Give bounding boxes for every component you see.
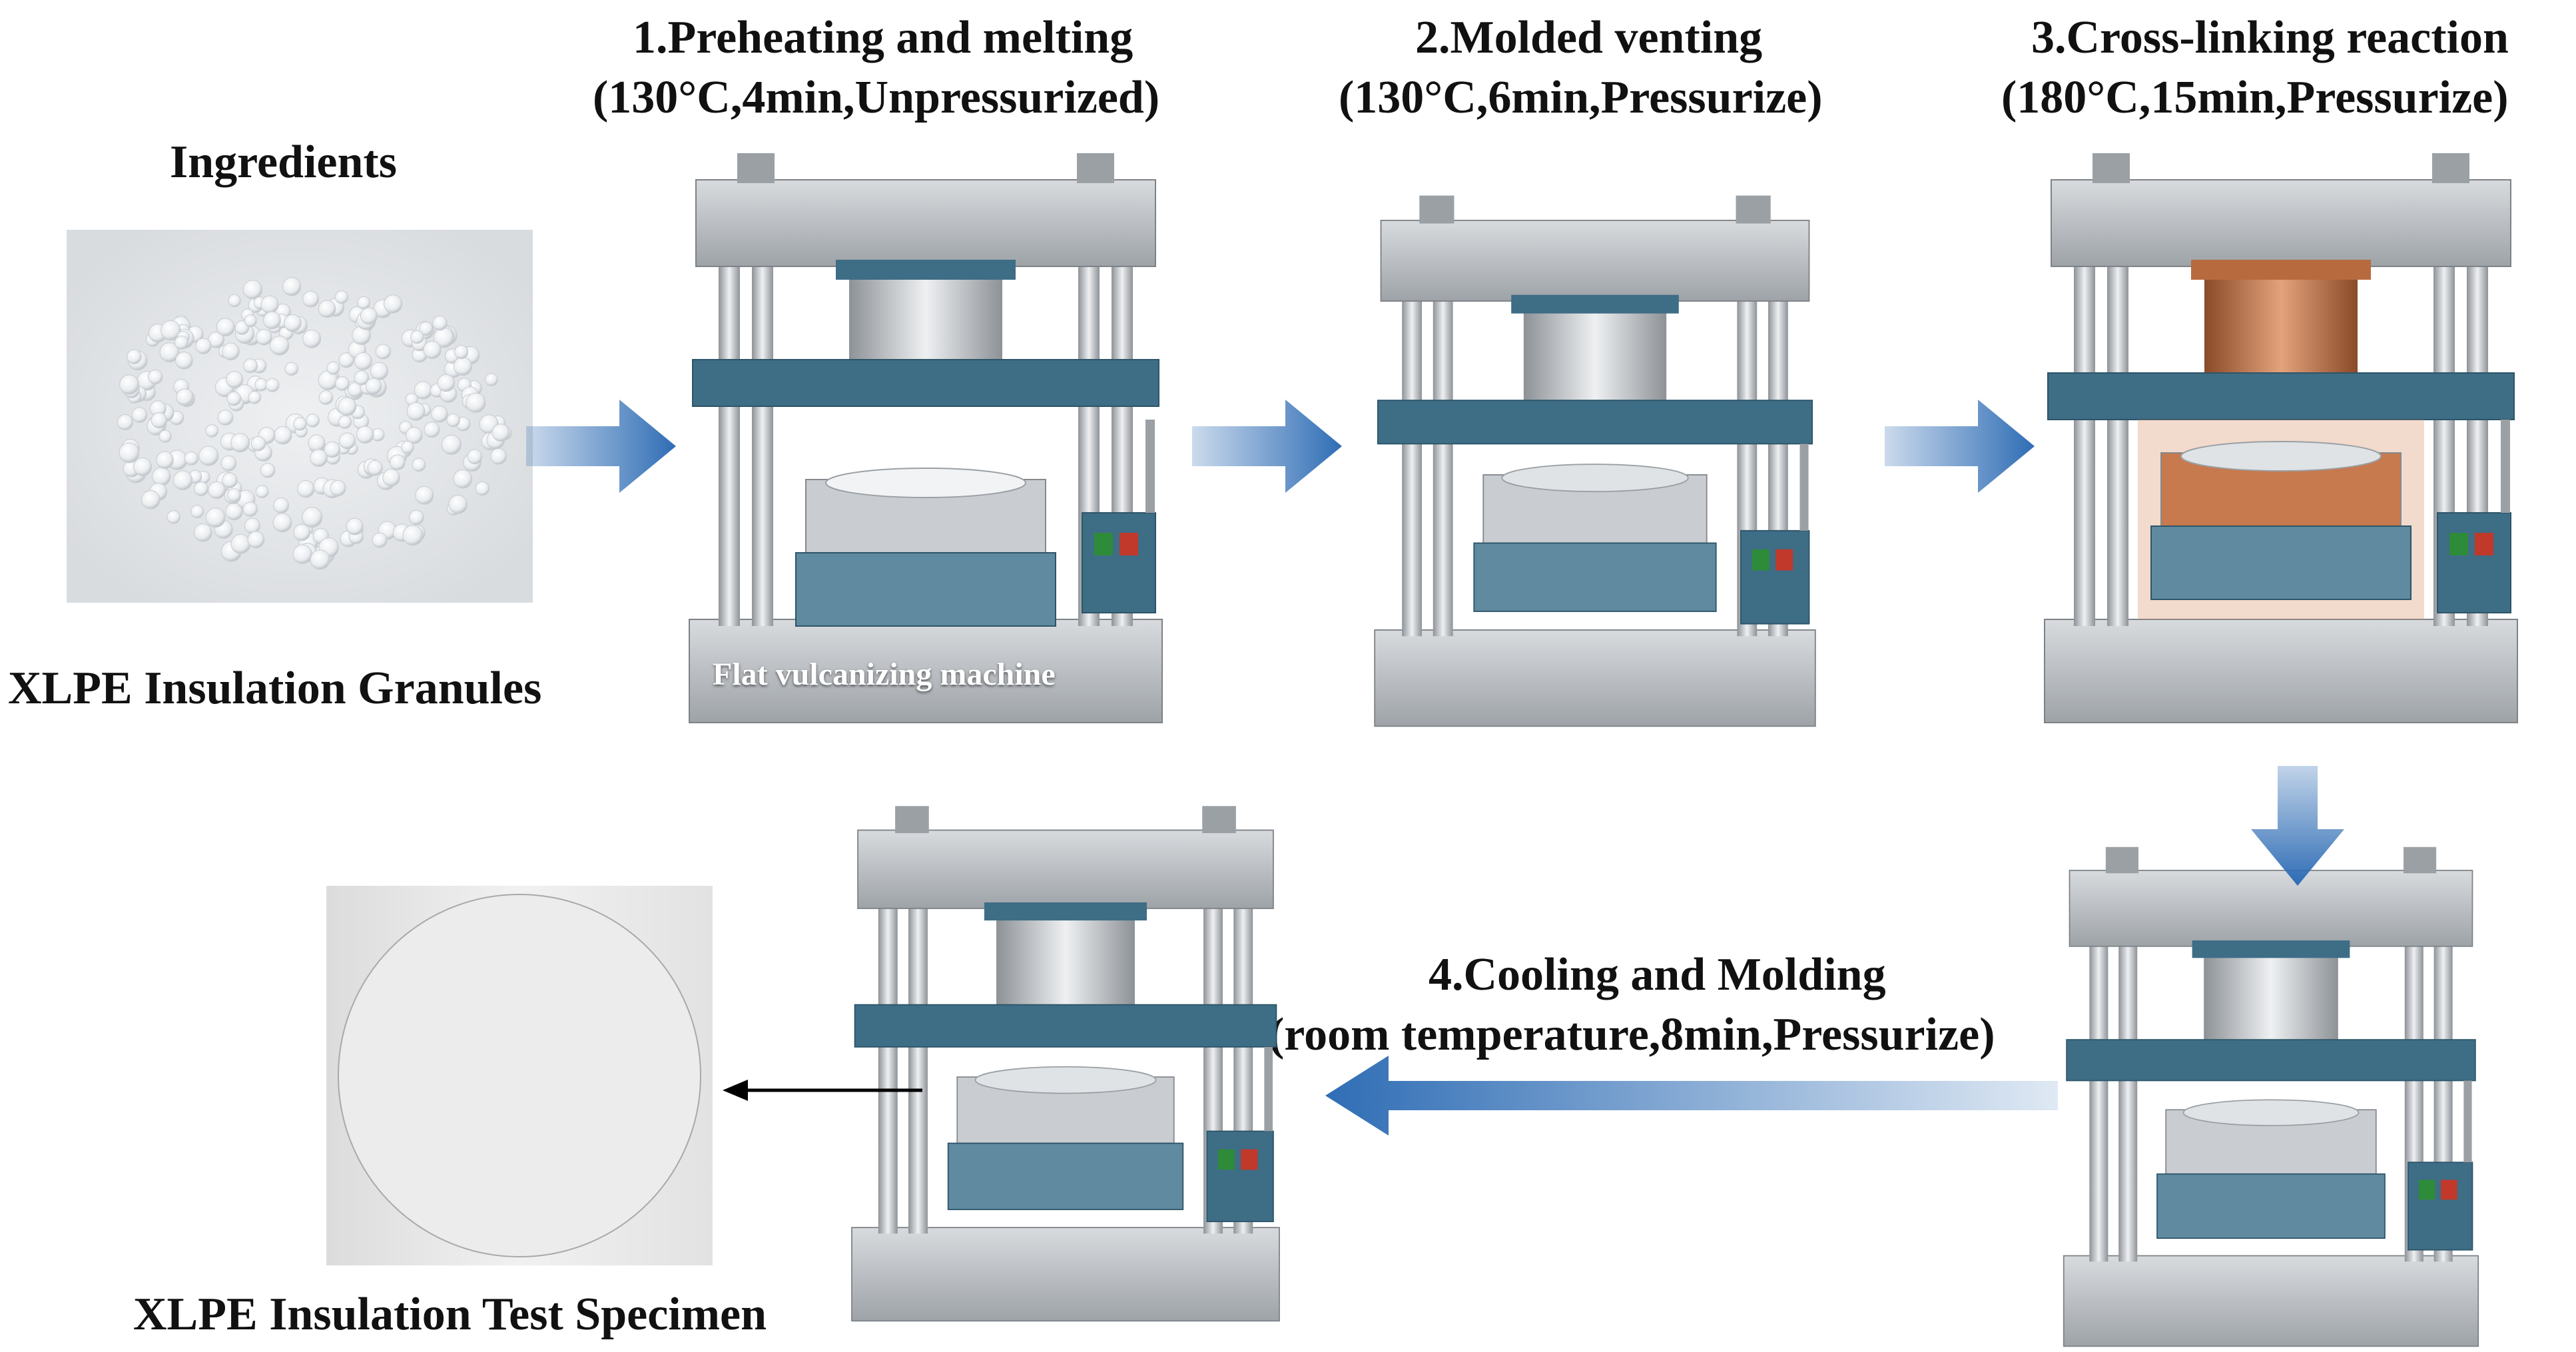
step-1-conditions: (130°C,4min,Unpressurized) xyxy=(593,72,1160,123)
press-machine-4 xyxy=(851,806,1280,1322)
arrow-to-specimen xyxy=(723,1080,922,1101)
arrow-step1-to-step2 xyxy=(1192,400,1342,493)
step-4-conditions: (room temperature,8min,Pressurize) xyxy=(1269,1009,1995,1060)
specimen-disc xyxy=(338,894,701,1257)
step-3-title: 3.Cross-linking reaction xyxy=(2031,12,2509,63)
arrow-step3-down xyxy=(2251,766,2344,886)
press-machine-2 xyxy=(1374,195,1816,727)
machine-caption: Flat vulcanizing machine xyxy=(713,657,1056,692)
step-2-title: 2.Molded venting xyxy=(1415,12,1763,63)
step-1-title: 1.Preheating and melting xyxy=(633,12,1133,63)
arrow-ingredients-to-step1 xyxy=(526,400,676,493)
press-machine-5 xyxy=(2063,846,2479,1347)
arrow-step4-long xyxy=(1325,1056,2058,1136)
step-2-conditions: (130°C,6min,Pressurize) xyxy=(1339,72,1823,123)
specimen-caption: XLPE Insulation Test Specimen xyxy=(133,1289,767,1340)
granules-image xyxy=(67,230,533,603)
specimen-image xyxy=(326,886,713,1265)
press-machine-3 xyxy=(2044,153,2518,723)
ingredients-heading: Ingredients xyxy=(170,137,397,188)
press-machine-1 xyxy=(689,153,1163,723)
granules-caption: XLPE Insulation Granules xyxy=(8,663,542,714)
step-4-title: 4.Cooling and Molding xyxy=(1429,949,1886,1000)
step-3-conditions: (180°C,15min,Pressurize) xyxy=(2001,72,2509,123)
arrow-step2-to-step3 xyxy=(1885,400,2035,493)
